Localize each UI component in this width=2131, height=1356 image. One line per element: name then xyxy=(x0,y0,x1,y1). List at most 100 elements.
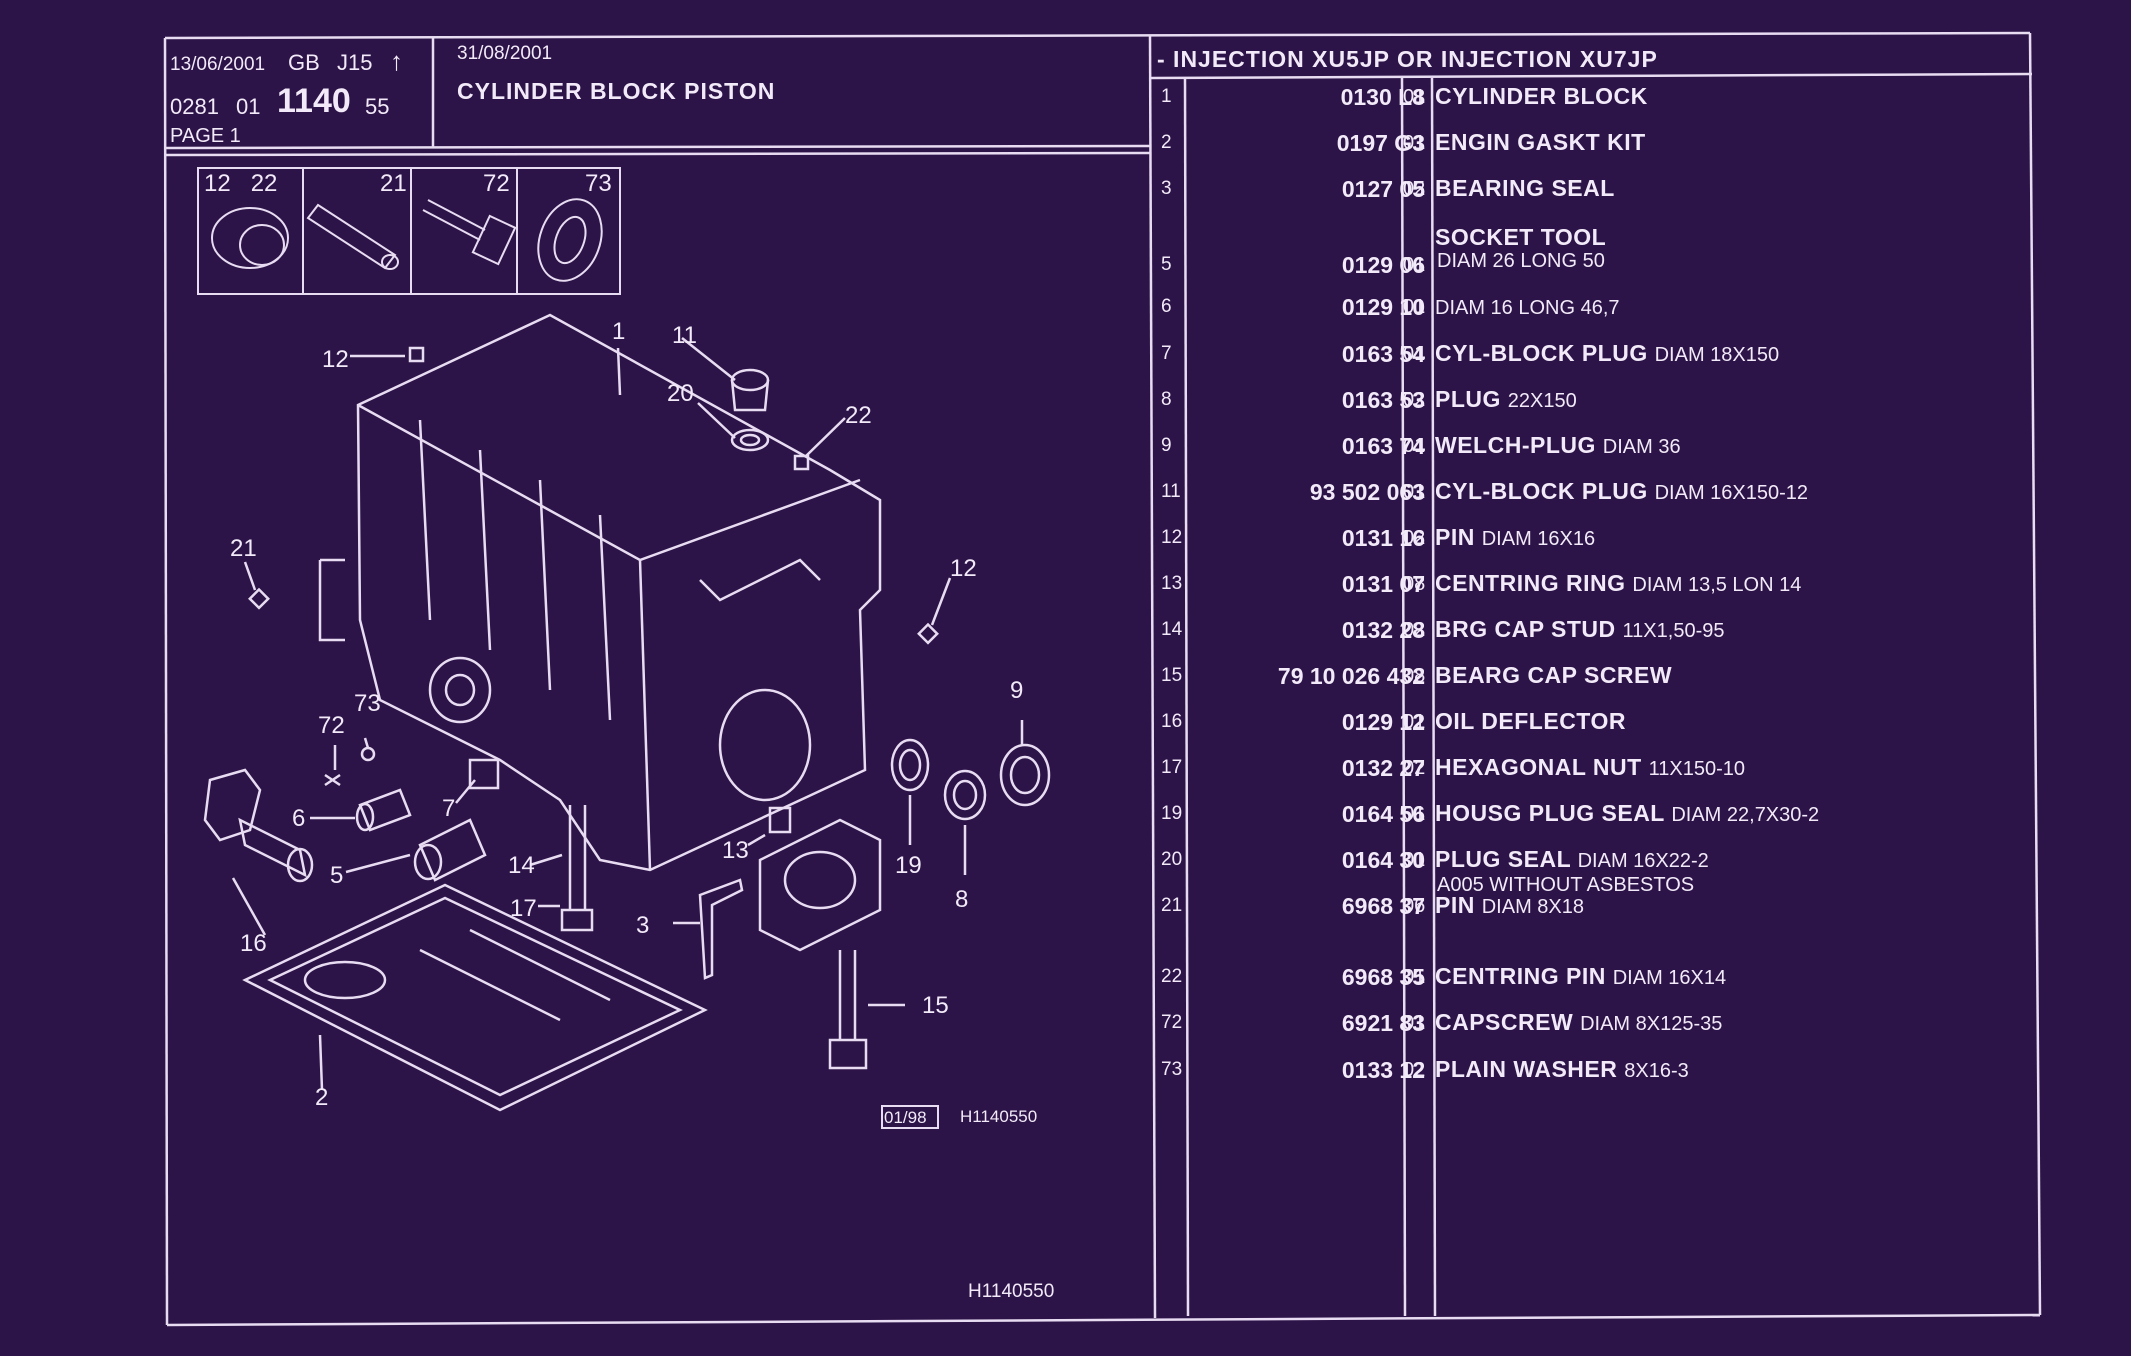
part-name-text: CAPSCREW xyxy=(1435,1009,1574,1035)
item-number: 9 xyxy=(1161,435,1172,456)
part-name-text: PIN xyxy=(1435,524,1475,550)
quantity: 08 xyxy=(1403,573,1426,595)
part-dimensions: 22X150 xyxy=(1507,390,1577,412)
callout-13: 13 xyxy=(722,837,749,864)
callout-15: 15 xyxy=(922,992,949,1019)
callout-12-top: 12 xyxy=(322,346,349,373)
part-reference: 79 10 026 432 xyxy=(1277,663,1425,689)
part-dimensions: 11X1,50-95 xyxy=(1622,620,1725,642)
part-dimensions: DIAM 16 LONG 46,7 xyxy=(1435,297,1620,319)
print-date: 13/06/2001 xyxy=(170,54,266,75)
legend-label-12-22: 12 22 xyxy=(204,170,278,197)
part-name: CAPSCREW DIAM 8X125-35 xyxy=(1435,1009,1722,1036)
callout-73: 73 xyxy=(354,690,381,717)
part-name-text: PLUG SEAL xyxy=(1435,846,1571,872)
quantity: 01 xyxy=(1403,711,1426,733)
part-name-text: PLUG xyxy=(1435,386,1501,412)
part-reference: 0131 07 xyxy=(1341,571,1425,597)
callout-20: 20 xyxy=(667,380,694,407)
part-dimensions: DIAM 36 xyxy=(1602,436,1681,458)
callout-6: 6 xyxy=(292,805,306,832)
item-number: 16 xyxy=(1161,711,1183,732)
quantity: 02 xyxy=(1403,389,1426,411)
legend-label-73: 73 xyxy=(585,170,612,197)
part-dimensions: DIAM 16X150-12 xyxy=(1654,482,1809,504)
callout-1: 1 xyxy=(612,318,626,345)
part-name: HEXAGONAL NUT 11X150-10 xyxy=(1435,754,1745,781)
quantity: 01 xyxy=(1403,1012,1426,1034)
part-name-text: PLAIN WASHER xyxy=(1435,1056,1618,1082)
part-name: CENTRING PIN DIAM 16X14 xyxy=(1435,963,1726,990)
callout-5: 5 xyxy=(330,862,344,889)
item-number: 20 xyxy=(1161,849,1183,870)
quantity: 01 xyxy=(1403,849,1426,871)
legend-label-21: 21 xyxy=(380,170,407,197)
quantity: 01 xyxy=(1403,132,1426,154)
footer-drawing-ref: H1140550 xyxy=(968,1281,1055,1302)
item-number: 72 xyxy=(1161,1012,1183,1033)
part-reference: 0133 12 xyxy=(1341,1057,1425,1083)
item-number: 5 xyxy=(1161,254,1172,275)
part-name-text: BEARG CAP SCREW xyxy=(1435,662,1673,688)
engine-variant-heading: - INJECTION XU5JP OR INJECTION XU7JP xyxy=(1157,46,1658,72)
part-reference: 0129 06 xyxy=(1341,252,1425,278)
part-name: PIN DIAM 16X16 xyxy=(1435,524,1595,551)
ref-prefix: 0281 xyxy=(170,94,219,119)
item-number: 8 xyxy=(1161,389,1172,410)
part-reference: 0132 27 xyxy=(1341,755,1425,781)
language-code: GB xyxy=(288,50,320,75)
item-number: 1 xyxy=(1161,86,1172,107)
part-dimensions: DIAM 22,7X30-2 xyxy=(1671,804,1820,826)
part-name-text: CYL-BLOCK PLUG xyxy=(1435,478,1648,504)
part-dimensions: DIAM 8X125-35 xyxy=(1580,1013,1723,1035)
callout-19: 19 xyxy=(895,852,922,879)
quantity: 01 xyxy=(1403,254,1426,276)
quantity: 06 xyxy=(1403,895,1426,917)
part-note: A005 WITHOUT ASBESTOS xyxy=(1437,874,1695,896)
part-reference: 6921 83 xyxy=(1341,1010,1425,1036)
item-number: 14 xyxy=(1161,619,1183,640)
item-number: 3 xyxy=(1161,178,1172,199)
callout-22: 22 xyxy=(845,402,872,429)
part-reference: 0197 G3 xyxy=(1336,130,1425,156)
page-title: CYLINDER BLOCK PISTON xyxy=(457,78,776,104)
update-date: 31/08/2001 xyxy=(457,43,553,64)
catalogue-code: J15 xyxy=(337,50,373,75)
item-number: 15 xyxy=(1161,665,1183,686)
part-dimensions: DIAM 13,5 LON 14 xyxy=(1632,574,1802,596)
callout-2: 2 xyxy=(315,1084,329,1111)
part-name: ENGIN GASKT KIT xyxy=(1435,129,1646,156)
part-name: CYL-BLOCK PLUG DIAM 16X150-12 xyxy=(1435,478,1808,505)
part-reference: 0131 16 xyxy=(1341,525,1425,551)
part-reference: 6968 37 xyxy=(1341,893,1425,919)
quantity: 01 xyxy=(1403,435,1426,457)
part-name: BRG CAP STUD 11X1,50-95 xyxy=(1435,616,1724,643)
part-name: PLAIN WASHER 8X16-3 xyxy=(1435,1056,1689,1083)
callout-12-right: 12 xyxy=(950,555,977,582)
part-name: BEARING SEAL xyxy=(1435,175,1615,202)
part-reference: 0163 74 xyxy=(1341,433,1425,459)
item-number: 12 xyxy=(1161,527,1183,548)
item-number: 2 xyxy=(1161,132,1172,153)
part-reference: 6968 35 xyxy=(1341,964,1425,990)
part-name-text: CYL-BLOCK PLUG xyxy=(1435,340,1648,366)
quantity: 01 xyxy=(1403,296,1426,318)
part-dimensions: DIAM 16X22-2 xyxy=(1577,850,1709,872)
part-name-text: CYLINDER BLOCK xyxy=(1435,83,1648,109)
part-reference: 0127 05 xyxy=(1341,176,1425,202)
part-reference: 0130 L8 xyxy=(1340,84,1425,110)
callout-72: 72 xyxy=(318,712,345,739)
part-name-text: SOCKET TOOL xyxy=(1435,224,1607,250)
part-name-text: PIN xyxy=(1435,892,1475,918)
part-dimensions: 8X16-3 xyxy=(1624,1060,1689,1082)
